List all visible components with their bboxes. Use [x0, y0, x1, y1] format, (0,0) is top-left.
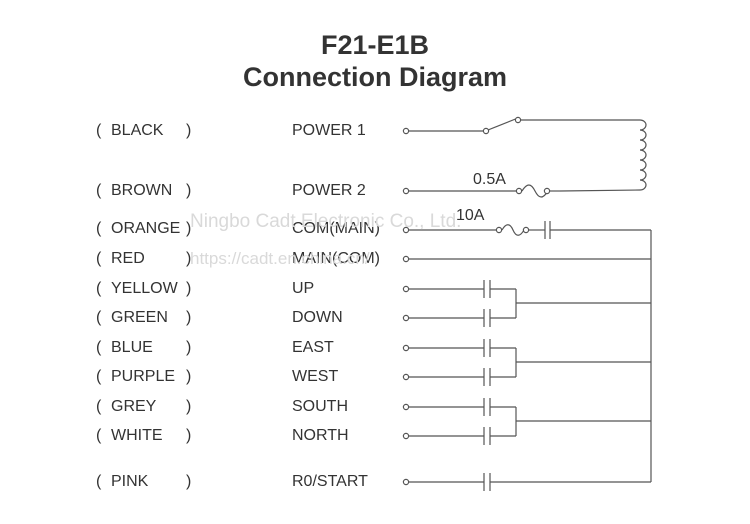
paren-close: ) — [186, 220, 192, 237]
paren-open: ( — [96, 122, 102, 139]
paren-open: ( — [96, 280, 102, 297]
terminal-row: ( BLUE) EAST — [0, 339, 750, 361]
terminal-dot-com — [402, 226, 410, 234]
paren-open: ( — [96, 339, 102, 356]
terminal-row: ( RED) MAIN(COM) — [0, 250, 750, 272]
terminal-row: ( PURPLE) WEST — [0, 368, 750, 390]
wire-color-label: PURPLE — [111, 368, 176, 385]
paren-close: ) — [186, 339, 192, 356]
terminal-function-label: SOUTH — [292, 398, 348, 415]
paren-open: ( — [96, 182, 102, 199]
watermark-company: Ningbo Cadt Electronic Co., Ltd. — [190, 211, 462, 232]
terminal-function-label: COM(MAIN) — [292, 220, 380, 237]
paren-close: ) — [186, 398, 192, 415]
paren-open: ( — [96, 220, 102, 237]
paren-close: ) — [186, 427, 192, 444]
fuse-10a — [501, 224, 525, 236]
terminal-row: ( GREY) SOUTH — [0, 398, 750, 420]
terminal-dot-main — [402, 255, 410, 263]
terminal-function-label: MAIN(COM) — [292, 250, 380, 267]
wire-color-label: GREY — [111, 398, 157, 415]
diagram-title: F21-E1B — [320, 30, 430, 60]
terminal-function-label: UP — [292, 280, 315, 297]
paren-close: ) — [186, 280, 192, 297]
terminal-row: ( BLACK) POWER 1 — [0, 122, 750, 144]
wire-color-label: PINK — [111, 473, 149, 490]
fuse-rating-power: 0.5A — [473, 171, 506, 188]
terminal-row: ( BROWN) POWER 2 — [0, 182, 750, 204]
terminal-row: ( WHITE) NORTH — [0, 427, 750, 449]
terminal-function-label: R0/START — [292, 473, 368, 490]
paren-close: ) — [186, 122, 192, 139]
fuse-0.5a — [521, 184, 549, 198]
paren-open: ( — [96, 309, 102, 326]
paren-open: ( — [96, 368, 102, 385]
wire-color-label: WHITE — [111, 427, 163, 444]
wire-color-label: BROWN — [111, 182, 173, 199]
terminal-function-label: EAST — [292, 339, 334, 356]
terminal-dot-power2 — [402, 187, 410, 195]
terminal-row: ( GREEN) DOWN — [0, 309, 750, 331]
paren-open: ( — [96, 427, 102, 444]
terminal-function-label: WEST — [292, 368, 339, 385]
paren-close: ) — [186, 309, 192, 326]
wire-color-label: BLUE — [111, 339, 153, 356]
watermark-url: https://cadt.en.china.cn/ — [190, 249, 370, 268]
paren-open: ( — [96, 473, 102, 490]
terminal-row: ( YELLOW) UP — [0, 280, 750, 302]
paren-open: ( — [96, 398, 102, 415]
terminal-function-label: POWER 2 — [292, 182, 366, 199]
terminal-row: ( ORANGE) COM(MAIN) — [0, 220, 750, 242]
terminal-function-label: NORTH — [292, 427, 349, 444]
diagram-subtitle: Connection Diagram — [242, 62, 508, 92]
wire-color-label: GREEN — [111, 309, 168, 326]
paren-open: ( — [96, 250, 102, 267]
fuse-rating-main: 10A — [456, 207, 485, 224]
transformer-coil — [639, 119, 647, 191]
wire-color-label: BLACK — [111, 122, 164, 139]
terminal-dot-power1 — [402, 127, 410, 135]
paren-close: ) — [186, 368, 192, 385]
wire-color-label: RED — [111, 250, 145, 267]
terminal-function-label: DOWN — [292, 309, 343, 326]
terminal-function-label: POWER 1 — [292, 122, 366, 139]
paren-close: ) — [186, 473, 192, 490]
paren-close: ) — [186, 250, 192, 267]
wire-color-label: ORANGE — [111, 220, 181, 237]
terminal-row: ( PINK) R0/START — [0, 473, 750, 495]
paren-close: ) — [186, 182, 192, 199]
wire-color-label: YELLOW — [111, 280, 178, 297]
key-switch — [487, 117, 519, 131]
